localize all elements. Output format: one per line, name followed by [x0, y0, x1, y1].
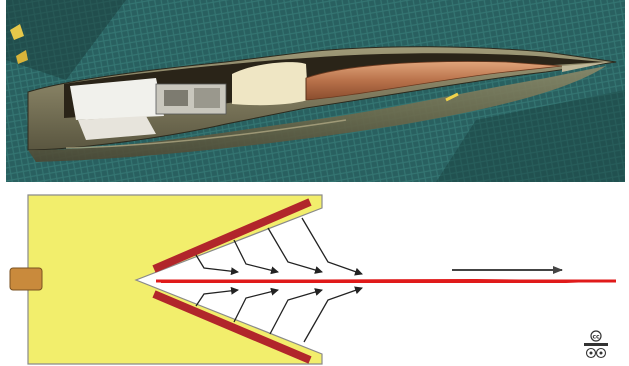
collapse-arrow [270, 290, 322, 334]
collapse-arrow [302, 218, 362, 274]
collapse-arrow [304, 288, 362, 342]
shaped-charge-diagram-svg: cc [6, 182, 625, 366]
collapse-arrow [234, 290, 278, 322]
projectile-cutaway-photo [6, 0, 625, 182]
shaped-charge-diagram: cc [6, 182, 625, 366]
collapse-arrow [196, 290, 238, 306]
collapse-arrow [196, 255, 238, 272]
collapse-arrow [234, 240, 278, 272]
svg-text:cc: cc [592, 334, 600, 341]
collapse-arrow [268, 228, 322, 272]
creative-commons-license-icon: cc [584, 331, 608, 358]
projectile-photo-image [6, 0, 625, 182]
detonator [10, 268, 42, 290]
